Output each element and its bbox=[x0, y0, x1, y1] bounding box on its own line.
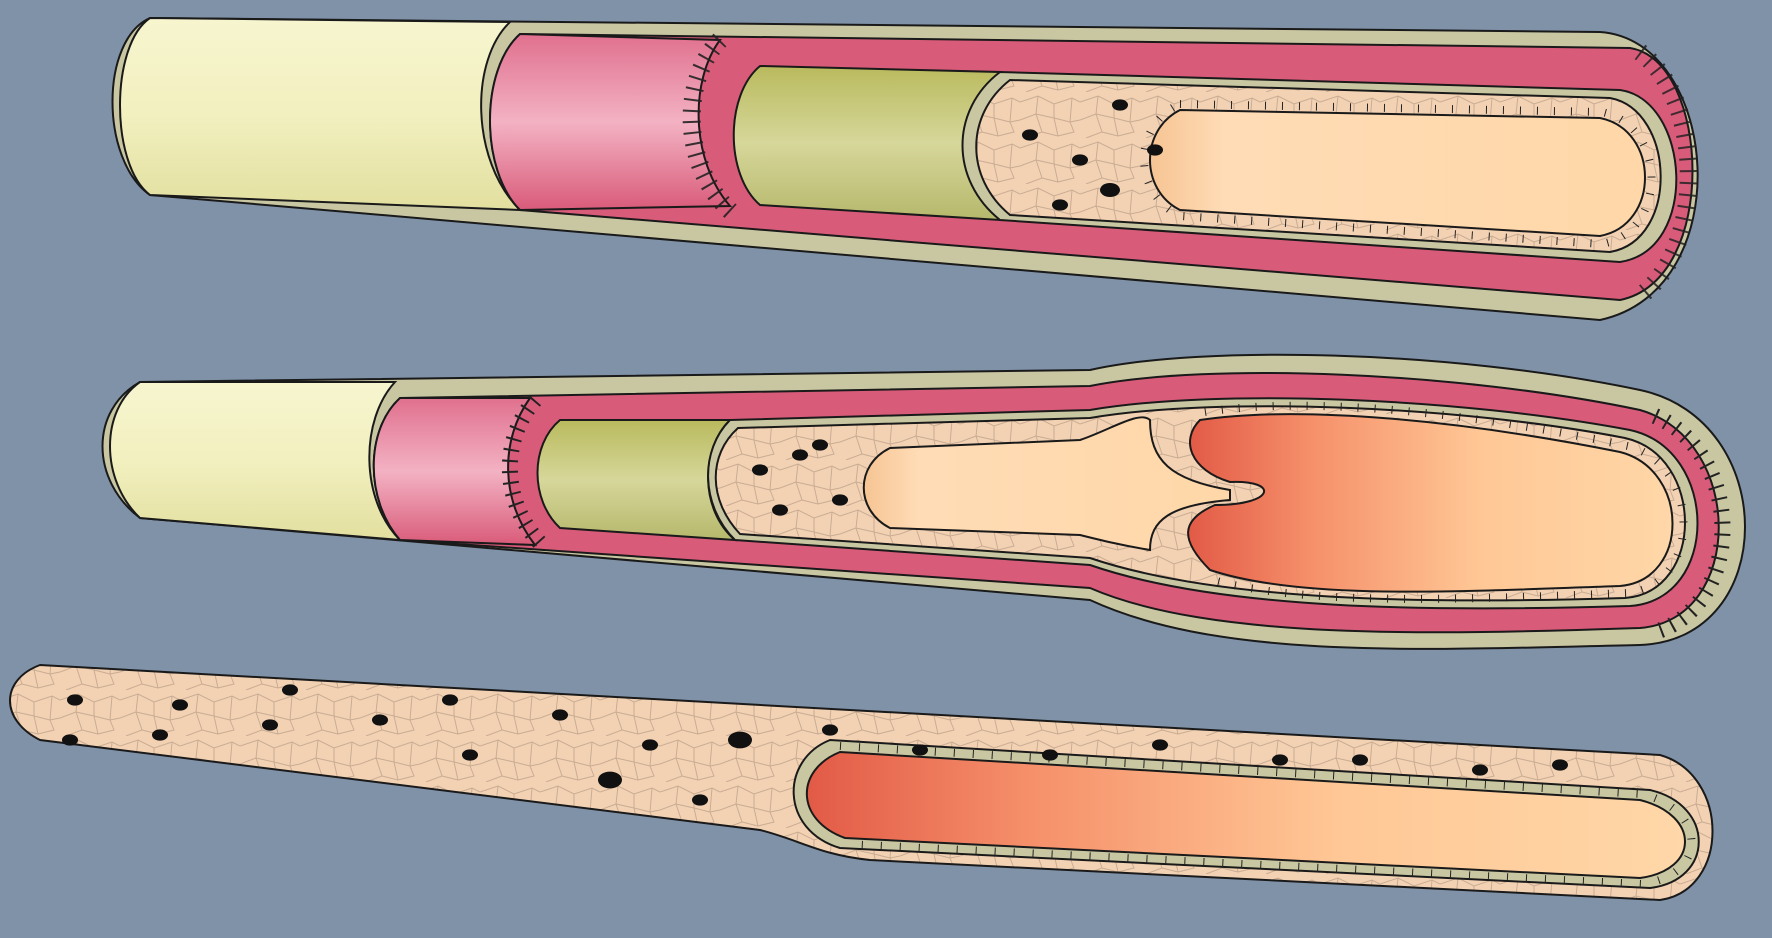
cell-nucleus bbox=[282, 684, 298, 695]
cell-nucleus bbox=[812, 439, 828, 450]
cell-nucleus bbox=[772, 504, 788, 515]
cell-nucleus bbox=[752, 464, 768, 475]
cell-nucleus bbox=[67, 694, 83, 705]
cell-nucleus bbox=[912, 744, 928, 755]
cell-nucleus bbox=[442, 694, 458, 705]
cell-nucleus bbox=[1352, 754, 1368, 765]
cell-nucleus bbox=[598, 772, 622, 789]
cell-nucleus bbox=[1022, 129, 1038, 140]
cell-nucleus bbox=[172, 699, 188, 710]
cell-nucleus bbox=[262, 719, 278, 730]
cell-nucleus bbox=[1147, 144, 1163, 155]
cell-nucleus bbox=[372, 714, 388, 725]
cell-nucleus bbox=[62, 734, 78, 745]
cell-nucleus bbox=[152, 729, 168, 740]
top-olive-layer bbox=[734, 66, 1000, 220]
cell-nucleus bbox=[552, 709, 568, 720]
cell-nucleus bbox=[1112, 99, 1128, 110]
cell-nucleus bbox=[462, 749, 478, 760]
middle-sheath-cylinder bbox=[110, 382, 400, 540]
cell-nucleus bbox=[1052, 199, 1068, 210]
cell-nucleus bbox=[792, 449, 808, 460]
cell-nucleus bbox=[642, 739, 658, 750]
middle-olive-layer bbox=[538, 420, 736, 540]
cell-nucleus bbox=[832, 494, 848, 505]
cell-nucleus bbox=[1072, 154, 1088, 165]
cell-nucleus bbox=[1552, 759, 1568, 770]
cell-nucleus bbox=[692, 794, 708, 805]
cell-nucleus bbox=[1472, 764, 1488, 775]
cell-nucleus bbox=[1152, 739, 1168, 750]
cell-nucleus bbox=[1042, 749, 1058, 760]
cell-nucleus bbox=[728, 732, 752, 749]
cell-nucleus bbox=[1272, 754, 1288, 765]
cell-nucleus bbox=[1100, 183, 1120, 197]
cell-nucleus bbox=[822, 724, 838, 735]
top-sheath-cylinder bbox=[120, 18, 520, 210]
